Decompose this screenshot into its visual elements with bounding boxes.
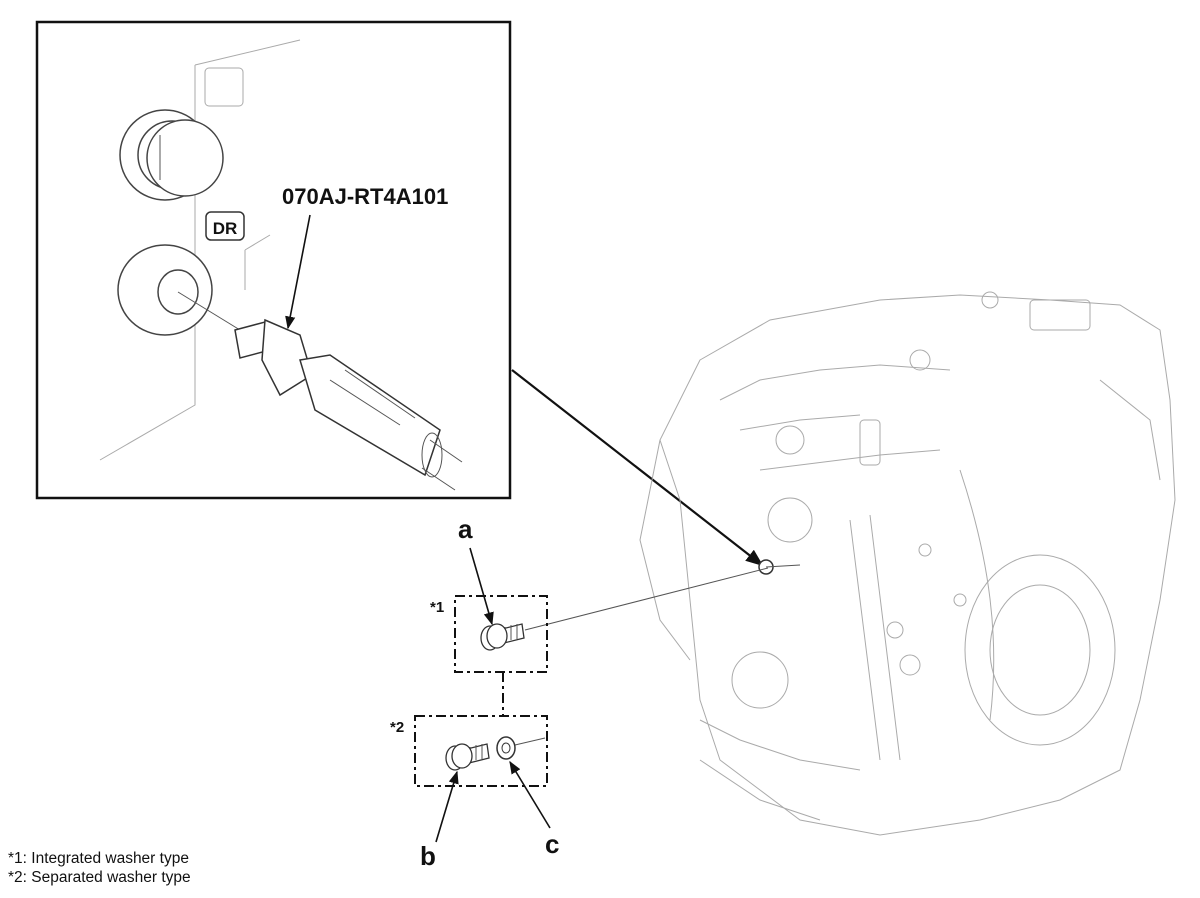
inset-leader-line	[511, 369, 764, 567]
callout-c-arrow	[509, 760, 551, 829]
fill-plug	[119, 109, 224, 201]
inset-detail: DR 070AJ-RT4A101	[35, 20, 512, 500]
callout-b-arrow	[435, 770, 459, 843]
callout-a-arrow	[469, 547, 494, 626]
callout-c: c	[545, 829, 559, 859]
type2-marker: *2	[390, 719, 404, 736]
legend-note-2: *2: Separated washer type	[8, 869, 191, 886]
drain-hole	[117, 244, 241, 336]
dr-port-label: DR	[213, 219, 238, 238]
tool-part-number: 070AJ-RT4A101	[282, 184, 448, 209]
drain-bolt-a	[480, 623, 525, 651]
integrated-washer-option	[454, 595, 548, 673]
callout-b: b	[420, 841, 436, 871]
drain-bolt-b	[445, 743, 490, 771]
transmission-assembly	[639, 291, 1176, 836]
dr-port-badge	[205, 211, 245, 241]
type1-marker: *1	[430, 599, 444, 616]
legend-note-1: *1: Integrated washer type	[8, 850, 189, 867]
tool-callout-arrow	[285, 214, 311, 330]
separated-washer-option	[414, 715, 548, 787]
bolt-leader-line	[524, 567, 769, 631]
callout-a: a	[458, 514, 473, 544]
drain-tool-adapter	[234, 318, 463, 491]
washer-c	[496, 736, 516, 760]
